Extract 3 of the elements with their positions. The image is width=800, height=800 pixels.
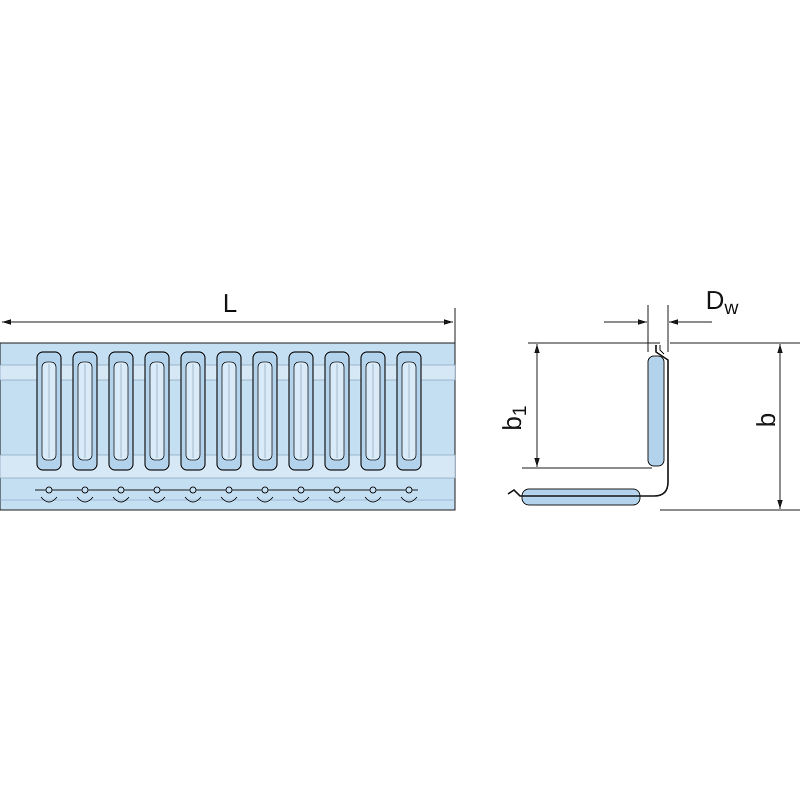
dimension-label: D$_{w}$ [706,287,738,313]
dimension-label: L [222,290,238,316]
dimension-label: b [753,412,779,428]
